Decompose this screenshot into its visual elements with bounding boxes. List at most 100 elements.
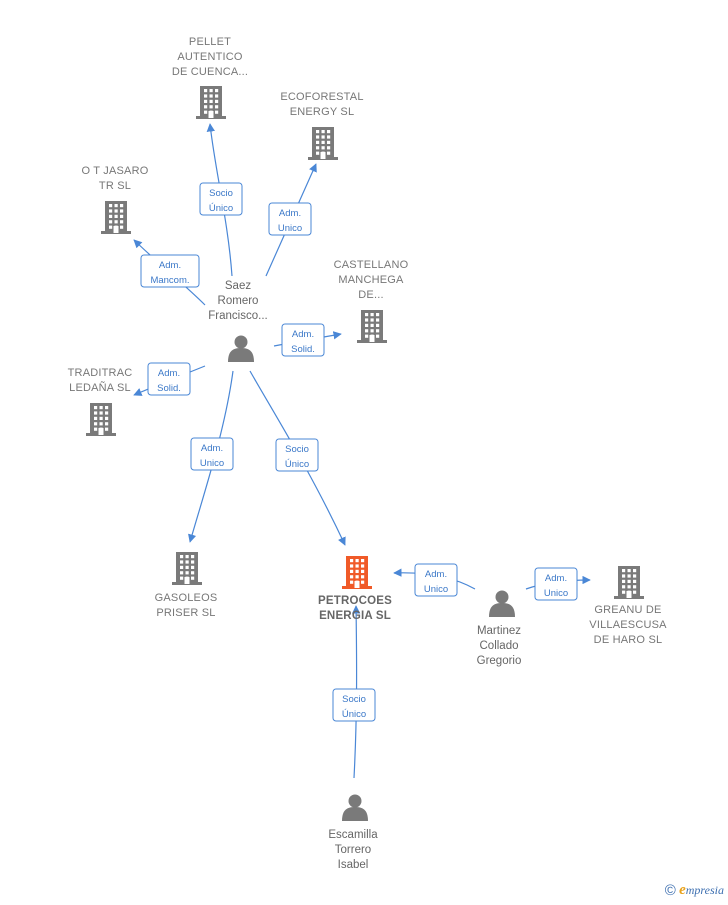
company-label-line: PRISER SL xyxy=(156,607,215,619)
person-icon xyxy=(489,590,515,617)
company-label-line: ENERGIA SL xyxy=(319,610,391,622)
company-label: PETROCOES ENERGIA SL xyxy=(318,595,392,622)
edge-badge-saez-traditrac[interactable]: Adm. Solid. xyxy=(147,362,191,396)
edge-badge-label: Mancom. xyxy=(150,275,189,286)
company-node-ot-jasaro[interactable]: O T JASARO TR SL xyxy=(81,165,149,234)
edge-badge-label: Socio xyxy=(209,188,233,199)
company-label-line: PETROCOES xyxy=(318,595,392,607)
person-label-line: Isabel xyxy=(338,859,369,871)
company-label-line: GASOLEOS xyxy=(155,592,218,604)
company-label: O T JASARO TR SL xyxy=(81,165,148,192)
edge-badge-label: Adm. xyxy=(292,329,314,340)
edge-badge-label: Único xyxy=(209,203,233,214)
company-label: GASOLEOS PRISER SL xyxy=(155,592,218,619)
company-label-line: ENERGY SL xyxy=(290,106,355,118)
brand-footer[interactable]: © empresia xyxy=(665,882,724,899)
edge-badge-label: Adm. xyxy=(545,573,567,584)
company-label-line: O T JASARO xyxy=(81,165,148,177)
company-label: PELLET AUTENTICO DE CUENCA... xyxy=(172,36,248,78)
edge-badge-label: Unico xyxy=(200,458,224,469)
person-label-line: Romero xyxy=(218,295,259,307)
person-icon xyxy=(342,794,368,821)
company-label-line: PELLET xyxy=(189,36,231,48)
company-label: CASTELLANO MANCHEGA DE... xyxy=(334,259,409,301)
company-label-line: VILLAESCUSA xyxy=(589,619,667,631)
edge-badge-label: Solid. xyxy=(157,383,181,394)
building-icon xyxy=(342,556,372,589)
edge-badge-box xyxy=(190,437,234,471)
brand-logo-text: mpresia xyxy=(685,883,724,897)
person-label-line: Torrero xyxy=(335,844,371,856)
copyright-icon: © xyxy=(664,882,676,899)
person-label-line: Gregorio xyxy=(477,655,522,667)
edge-badge-saez-ecoforestal[interactable]: Adm.Unico xyxy=(268,202,312,236)
edge-badge-box xyxy=(281,323,325,357)
company-label-line: DE... xyxy=(358,289,383,301)
company-label-line: CASTELLANO xyxy=(334,259,409,271)
edge-badge-label: Unico xyxy=(424,584,448,595)
building-icon xyxy=(308,127,338,160)
company-node-traditrac[interactable]: TRADITRAC LEDAÑA SL xyxy=(68,367,133,436)
company-node-gasoleos[interactable]: GASOLEOS PRISER SL xyxy=(155,552,218,619)
edge-badge-box xyxy=(140,254,200,288)
company-label-line: TR SL xyxy=(99,180,131,192)
person-label-line: Martinez xyxy=(477,625,521,637)
edge-badge-saez-castellano[interactable]: Adm. Solid. xyxy=(281,323,325,357)
building-icon xyxy=(196,86,226,119)
edge-badge-label: Socio xyxy=(342,694,366,705)
edge-badge-label: Adm. xyxy=(159,260,181,271)
edge-badge-saez-gasoleos[interactable]: Adm.Unico xyxy=(190,437,234,471)
building-icon xyxy=(101,201,131,234)
company-label-line: TRADITRAC xyxy=(68,367,133,379)
person-label-line: Saez xyxy=(225,280,251,292)
edge-badge-box xyxy=(275,438,319,472)
person-label-line: Francisco... xyxy=(208,310,267,322)
edge-badge-martinez-petrocoes[interactable]: Adm. Unico xyxy=(414,563,458,597)
edge-badge-martinez-greanu[interactable]: Adm. Unico xyxy=(534,567,578,601)
brand-logo-initial: e xyxy=(679,882,686,898)
edge-badge-box xyxy=(534,567,578,601)
edge-badge-label: Unico xyxy=(544,588,568,599)
edge-badge-label: Adm. xyxy=(279,208,301,219)
company-label-line: DE CUENCA... xyxy=(172,66,248,78)
edge-badge-box xyxy=(199,182,243,216)
edge-badge-label: Socio xyxy=(285,444,309,455)
edge-badge-label: Adm. xyxy=(425,569,447,580)
edge-badge-label: Solid. xyxy=(291,344,315,355)
company-label-line: MANCHEGA xyxy=(338,274,404,286)
company-node-pellet[interactable]: PELLET AUTENTICO DE CUENCA... xyxy=(172,36,248,119)
building-icon xyxy=(614,566,644,599)
company-label: ECOFORESTAL ENERGY SL xyxy=(280,91,363,118)
building-icon xyxy=(357,310,387,343)
edge-badge-box xyxy=(332,688,376,722)
nodes-layer: PELLET AUTENTICO DE CUENCA... ECOFORESTAL EN… xyxy=(68,36,667,872)
company-label-line: AUTENTICO xyxy=(177,51,243,63)
person-label-line: Escamilla xyxy=(328,829,378,841)
person-label-line: Collado xyxy=(480,640,519,652)
company-node-ecoforestal[interactable]: ECOFORESTAL ENERGY SL xyxy=(280,91,363,160)
edge-badge-label: Adm. xyxy=(158,368,180,379)
company-label-line: ECOFORESTAL xyxy=(280,91,363,103)
edge-badge-saez-otjasaro[interactable]: Adm. Mancom. xyxy=(140,254,200,288)
company-node-castellano[interactable]: CASTELLANO MANCHEGA DE... xyxy=(334,259,409,343)
edge-badge-label: Único xyxy=(342,709,366,720)
building-icon xyxy=(86,403,116,436)
edge-badge-box xyxy=(268,202,312,236)
edge-badge-box xyxy=(414,563,458,597)
company-label-line: LEDAÑA SL xyxy=(69,381,131,394)
edge-badge-box xyxy=(147,362,191,396)
company-node-petrocoes[interactable]: PETROCOES ENERGIA SL xyxy=(318,556,392,622)
company-label-line: DE HARO SL xyxy=(594,634,663,646)
